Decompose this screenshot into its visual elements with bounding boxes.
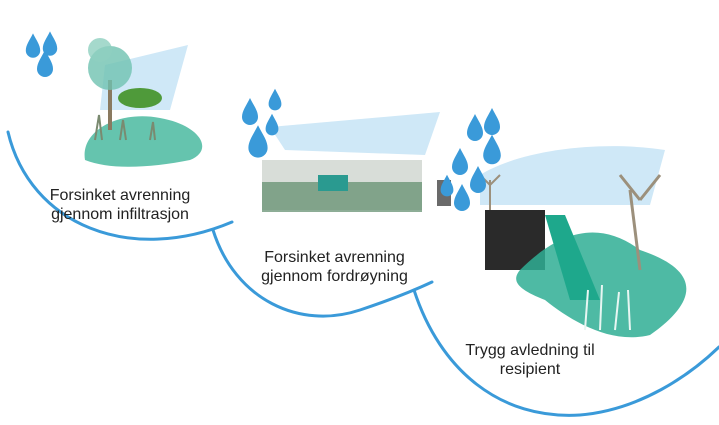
stage-label-infiltration: Forsinket avrenning gjennom infiltrasjon	[40, 186, 200, 224]
label-line: gjennom infiltrasjon	[51, 206, 189, 223]
flow-curve-3	[412, 288, 719, 417]
stage-label-discharge: Trygg avledning til resipient	[455, 341, 605, 379]
raindrops-icon	[242, 88, 282, 158]
infiltration-scene-illustration	[84, 38, 203, 167]
flow-curve-1	[6, 130, 234, 241]
label-line: Forsinket avrenning	[264, 249, 405, 266]
stage-label-detention: Forsinket avrenning gjennom fordrøyning	[252, 248, 417, 286]
label-line: Forsinket avrenning	[49, 187, 191, 204]
flow-curve-2	[211, 228, 434, 318]
label-line: Trygg avledning til	[465, 342, 595, 359]
label-line: gjennom fordrøyning	[261, 268, 408, 285]
raindrops-icon	[25, 31, 58, 77]
label-line: resipient	[499, 361, 561, 378]
detention-scene-illustration	[262, 112, 451, 212]
safe-discharge-scene-illustration	[479, 146, 687, 338]
